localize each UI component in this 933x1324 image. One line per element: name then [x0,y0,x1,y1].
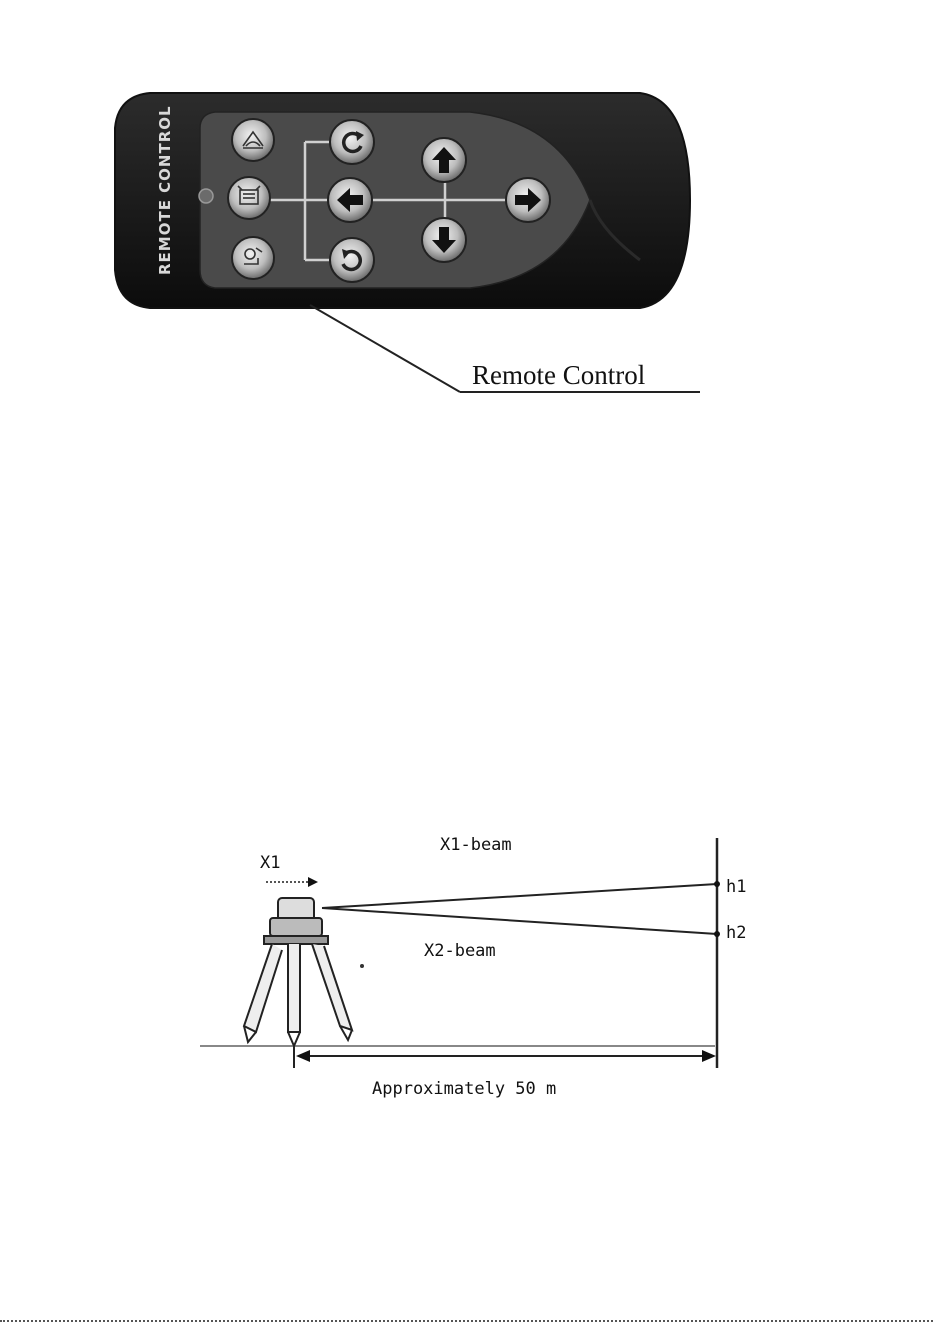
h2-label: h2 [726,923,746,943]
left-button[interactable] [328,178,372,222]
line-mode-button[interactable] [228,177,270,219]
x1-beam-label: X1-beam [440,835,512,855]
h1-label: h1 [726,877,746,897]
h1-mark [714,881,720,887]
right-button[interactable] [506,178,550,222]
x2-beam-label: X2-beam [424,941,496,961]
device-label: REMOTE CONTROL [156,105,174,275]
down-button[interactable] [422,218,466,262]
remote-control-figure: REMOTE CONTROL [0,0,933,420]
h2-mark [714,931,720,937]
page-bottom-rule [0,1320,933,1322]
x1-label: X1 [260,853,280,873]
callout-leader-line [310,305,460,392]
beam-check-illustration: X1 X1-beam X2-beam h1 h2 [0,810,933,1110]
x1-direction-arrow [266,877,318,887]
distance-label: Approximately 50 m [372,1079,556,1099]
callout-label: Remote Control [472,360,645,390]
up-button[interactable] [422,138,466,182]
beam-check-diagram: X1 X1-beam X2-beam h1 h2 [0,810,933,1110]
speck-dot [360,964,364,968]
tripod-laser-icon [244,898,352,1046]
rotate-counterclockwise-button[interactable] [330,238,374,282]
rotate-clockwise-button[interactable] [330,120,374,164]
distance-dimension-arrow [296,1050,716,1062]
scan-mode-button[interactable] [232,119,274,161]
indicator-led [199,189,213,203]
remote-control-illustration: REMOTE CONTROL [0,0,933,420]
rotation-speed-button[interactable] [232,237,274,279]
x1-beam-line [322,884,717,908]
x2-beam-line [322,908,717,934]
